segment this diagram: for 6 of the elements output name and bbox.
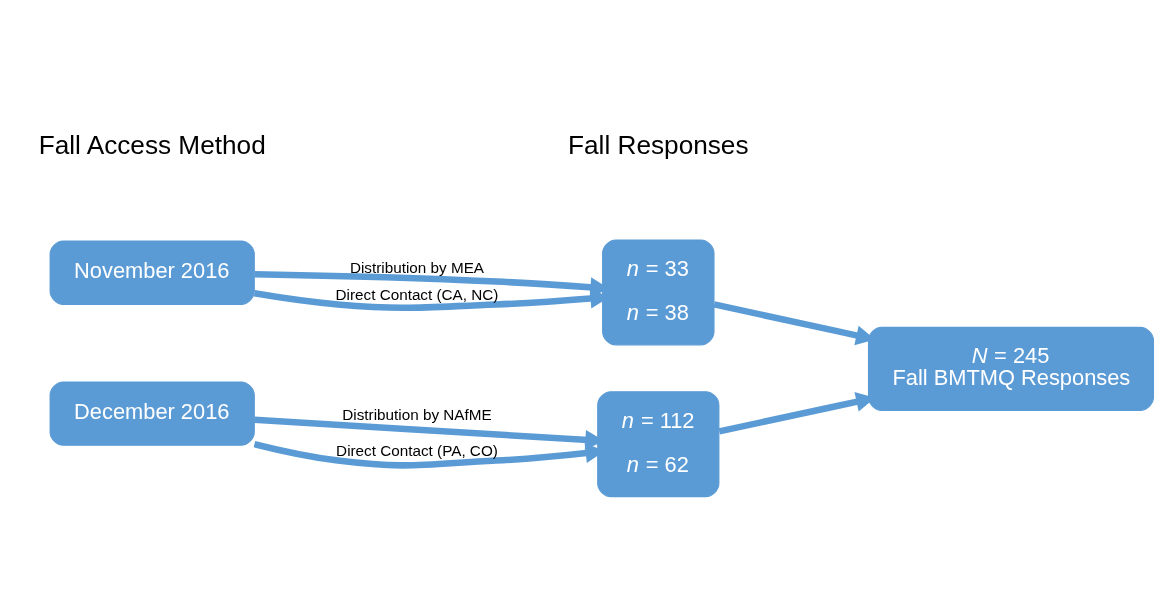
edge-label: Direct Contact (PA, CO): [336, 441, 498, 459]
edge-label: Distribution by NAfME: [342, 405, 492, 423]
edge-label: Direct Contact (CA, NC): [335, 285, 499, 303]
label: Fall Responses: [568, 129, 749, 160]
label: Fall Access Method: [38, 129, 266, 160]
edge-label: Distribution by MEA: [349, 258, 485, 276]
